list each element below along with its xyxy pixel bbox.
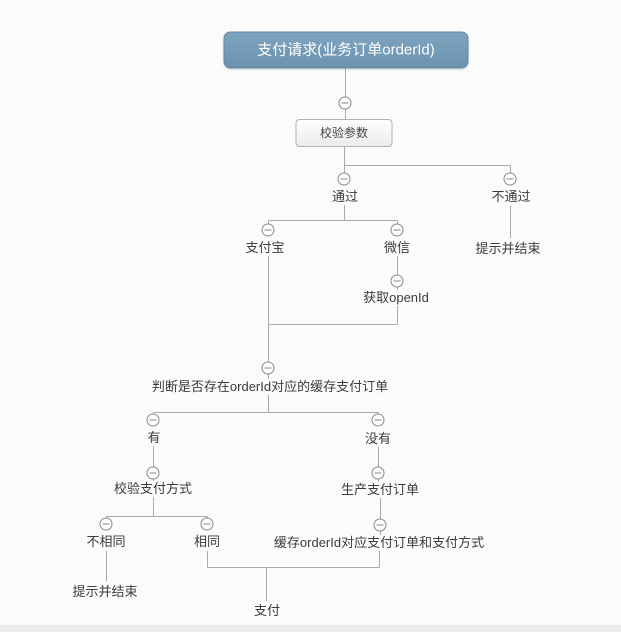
- collapse-minus-icon[interactable]: [390, 223, 404, 237]
- node-wechat[interactable]: 微信: [383, 240, 411, 255]
- node-has-not[interactable]: 没有: [364, 431, 392, 446]
- collapse-minus-icon[interactable]: [373, 518, 387, 532]
- collapse-minus-icon[interactable]: [146, 466, 160, 480]
- node-check-cached-order[interactable]: 判断是否存在orderId对应的缓存支付订单: [151, 379, 389, 394]
- node-has[interactable]: 有: [147, 430, 161, 445]
- collapse-minus-icon[interactable]: [261, 223, 275, 237]
- node-fail[interactable]: 不通过: [491, 189, 531, 204]
- node-cache-order[interactable]: 缓存orderId对应支付订单和支付方式: [273, 535, 485, 550]
- node-same[interactable]: 相同: [193, 534, 221, 549]
- node-not-same[interactable]: 不相同: [86, 534, 126, 549]
- node-payment-request[interactable]: 支付请求(业务订单orderId): [223, 31, 469, 69]
- node-create-pay-order[interactable]: 生产支付订单: [340, 482, 420, 497]
- bottom-scroll-strip: [0, 625, 621, 632]
- collapse-minus-icon[interactable]: [503, 172, 517, 186]
- collapse-minus-icon[interactable]: [146, 413, 160, 427]
- node-validate-params[interactable]: 校验参数: [295, 119, 393, 147]
- node-prompt-and-end-top[interactable]: 提示并结束: [475, 241, 541, 256]
- node-pay[interactable]: 支付: [253, 603, 281, 618]
- collapse-minus-icon[interactable]: [261, 361, 275, 375]
- collapse-minus-icon[interactable]: [371, 413, 385, 427]
- node-prompt-and-end-bottom[interactable]: 提示并结束: [72, 584, 138, 599]
- node-alipay[interactable]: 支付宝: [245, 240, 285, 255]
- collapse-minus-icon[interactable]: [99, 517, 113, 531]
- collapse-minus-icon[interactable]: [337, 172, 351, 186]
- node-pass[interactable]: 通过: [331, 189, 359, 204]
- collapse-minus-icon[interactable]: [338, 96, 352, 110]
- collapse-minus-icon[interactable]: [371, 466, 385, 480]
- collapse-minus-icon[interactable]: [390, 274, 404, 288]
- node-get-openid[interactable]: 获取openId: [363, 290, 429, 305]
- node-verify-pay-method[interactable]: 校验支付方式: [113, 481, 193, 496]
- collapse-minus-icon[interactable]: [200, 517, 214, 531]
